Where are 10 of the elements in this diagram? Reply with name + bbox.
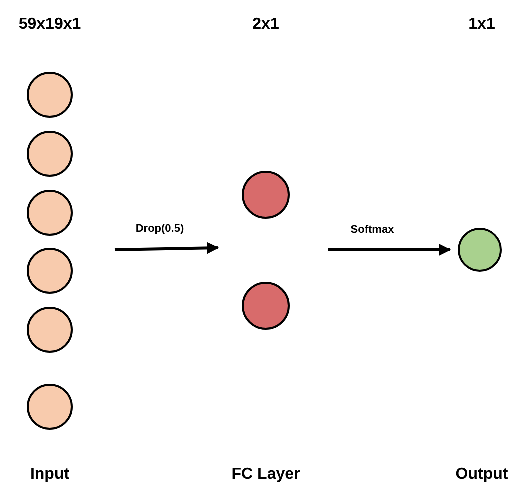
arrow — [114, 242, 220, 254]
edge-label: Drop(0.5) — [136, 222, 184, 237]
edge-label: Softmax — [350, 222, 394, 238]
layer-name: Output — [456, 465, 508, 485]
layer-size: 1x1 — [468, 15, 496, 35]
layer-name: FC Layer — [232, 465, 300, 485]
layer-name: Input — [30, 465, 70, 485]
arrow — [328, 244, 452, 256]
layer-size: 59x19x1 — [18, 15, 82, 35]
layer-size: 2x1 — [252, 15, 280, 35]
